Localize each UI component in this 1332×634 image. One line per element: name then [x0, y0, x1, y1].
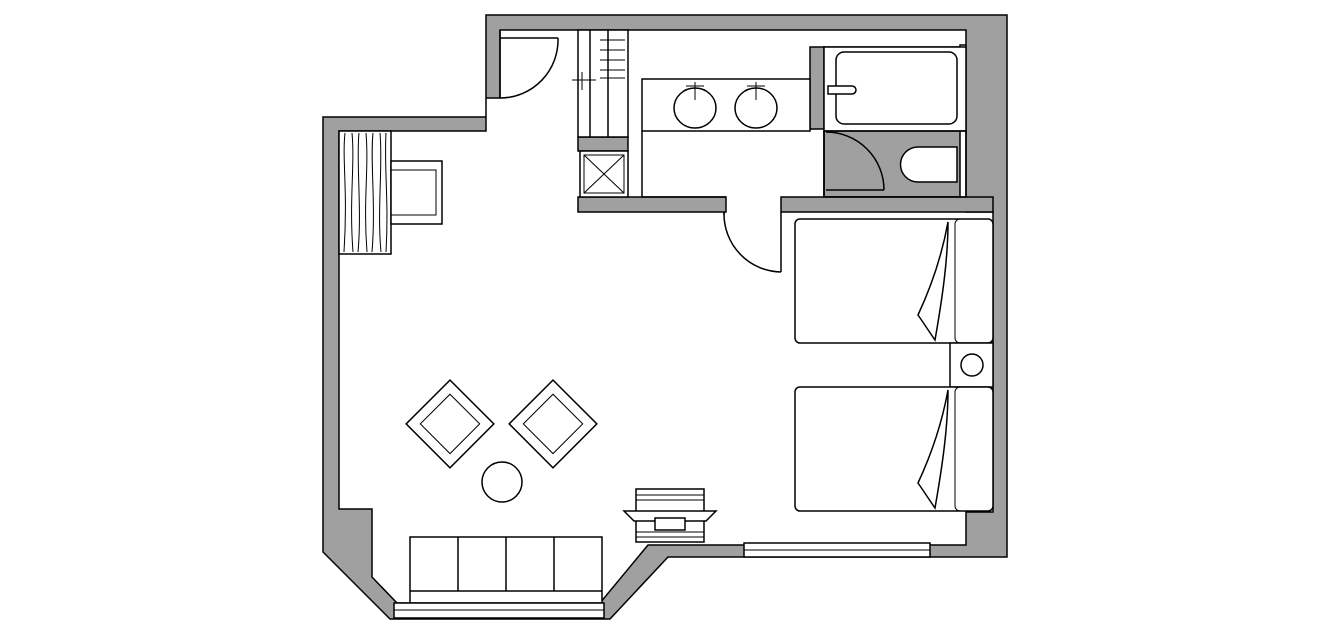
twin-bed-upper	[794, 218, 994, 344]
bath-column	[809, 46, 825, 130]
window-bottom	[393, 602, 605, 619]
bathtub	[823, 46, 967, 132]
nightstand	[949, 342, 994, 388]
toilet	[899, 146, 958, 183]
bedroom-door[interactable]	[723, 212, 782, 273]
bathroom	[641, 78, 811, 198]
closet	[572, 29, 629, 138]
round-side-table	[481, 461, 523, 503]
bath-partition-bottom-right	[780, 196, 994, 213]
armchair-right	[508, 379, 598, 469]
closet-partition	[577, 136, 629, 152]
bath-partition-bottom	[577, 196, 727, 213]
desk	[338, 130, 392, 255]
armchair-left	[405, 379, 495, 469]
desk-chair	[390, 160, 443, 225]
window-right	[743, 542, 931, 558]
entry-door[interactable]	[499, 30, 559, 99]
safe-box	[579, 150, 629, 198]
double-vanity	[673, 82, 778, 129]
twin-bed-lower	[794, 386, 994, 512]
tv-stand	[622, 488, 718, 543]
bath-area-outline	[823, 130, 967, 198]
window-sofa	[409, 536, 603, 604]
